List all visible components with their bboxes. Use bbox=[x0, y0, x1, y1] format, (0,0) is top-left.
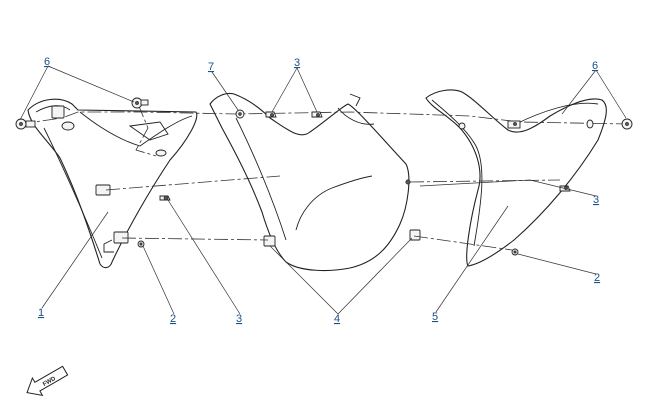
forward-arrow-icon bbox=[26, 365, 69, 396]
leader-lines bbox=[19, 65, 627, 315]
hardware bbox=[15, 97, 633, 256]
screw-7-top bbox=[235, 109, 245, 119]
screw-3-top-b bbox=[311, 111, 323, 118]
callout-5[interactable]: 5 bbox=[432, 311, 438, 323]
screw-right-cover bbox=[458, 120, 521, 130]
forward-arrow-badge: FWD bbox=[26, 365, 69, 396]
screw-3-top-a bbox=[265, 111, 277, 118]
callout-3-top[interactable]: 3 bbox=[294, 57, 300, 69]
screw-6-right bbox=[586, 118, 633, 130]
screw-3-left bbox=[159, 195, 171, 201]
nut-clip-4a bbox=[405, 179, 411, 185]
left-side-cover-part bbox=[27, 98, 198, 269]
screw-2-left bbox=[137, 240, 145, 248]
callout-3-bottom[interactable]: 3 bbox=[236, 313, 242, 325]
callout-1[interactable]: 1 bbox=[38, 307, 44, 319]
callout-2-right[interactable]: 2 bbox=[594, 272, 600, 284]
right-side-cover-part bbox=[425, 89, 607, 267]
front-cowl-part bbox=[209, 92, 421, 271]
screw-6-top bbox=[131, 97, 149, 109]
callout-3-right[interactable]: 3 bbox=[593, 194, 599, 206]
screw-2-right bbox=[511, 248, 519, 256]
callout-4[interactable]: 4 bbox=[334, 313, 340, 325]
callout-2-left[interactable]: 2 bbox=[170, 313, 176, 325]
callout-6-left[interactable]: 6 bbox=[44, 56, 50, 68]
screw-6-left bbox=[15, 118, 36, 130]
callout-6-right[interactable]: 6 bbox=[592, 60, 598, 72]
callout-labels: 6 7 3 6 3 2 1 2 3 4 5 bbox=[38, 56, 600, 325]
callout-7[interactable]: 7 bbox=[208, 61, 214, 73]
grommet-left bbox=[61, 121, 167, 157]
